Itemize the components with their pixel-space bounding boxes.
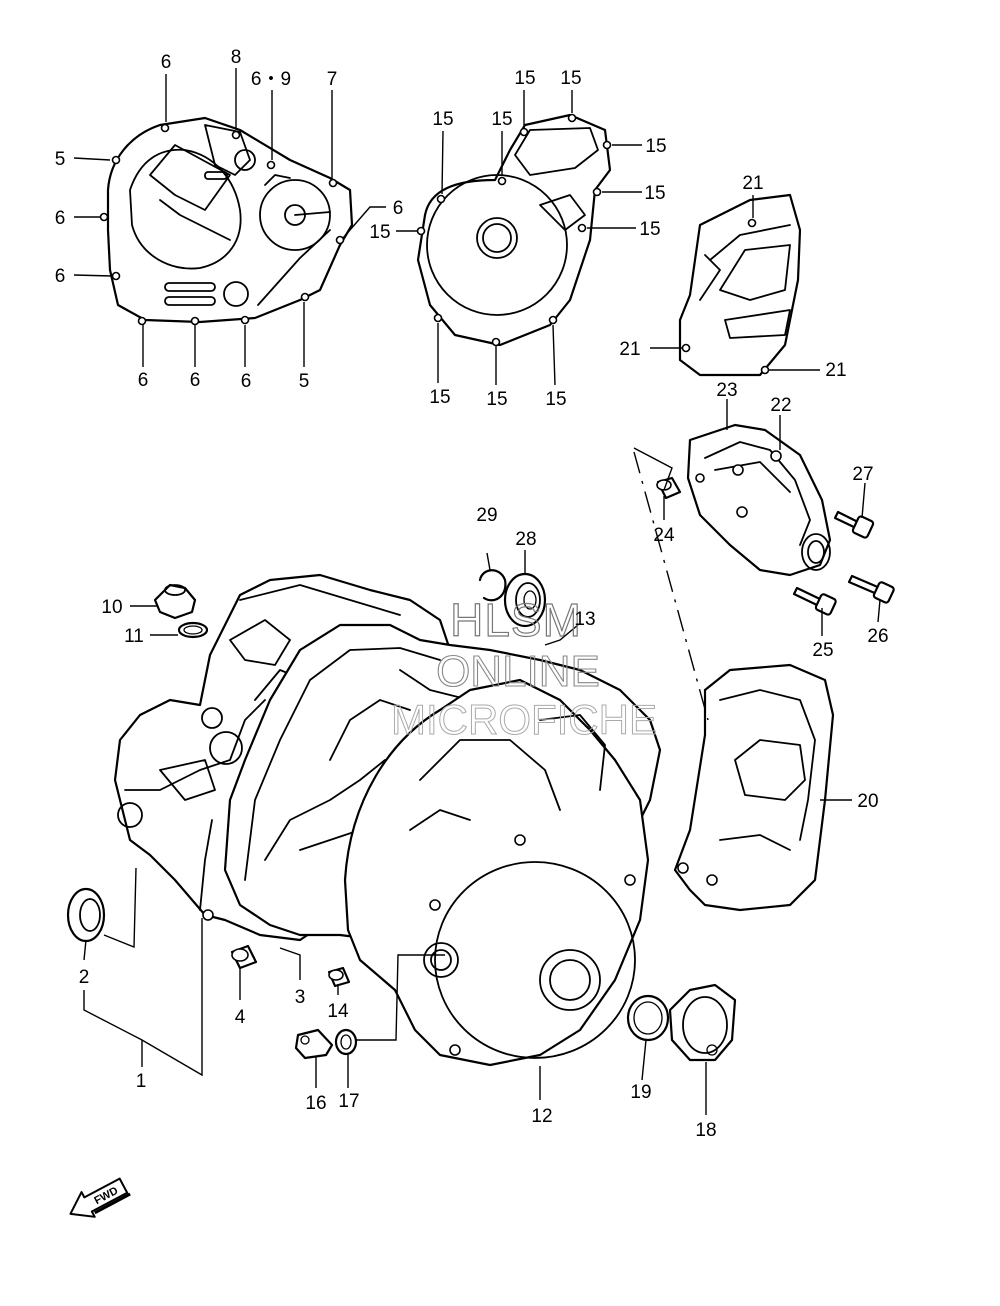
callout-4: 4 — [235, 1007, 246, 1028]
callout-15: 15 — [560, 68, 581, 89]
callout-15: 15 — [432, 109, 453, 130]
plug-2 — [66, 887, 106, 943]
crankcase-cover — [343, 678, 650, 1067]
plug-18 — [668, 983, 737, 1062]
callout-15: 15 — [645, 136, 666, 157]
callout-21: 21 — [619, 339, 640, 360]
callout-15: 15 — [514, 68, 535, 89]
callout-27: 27 — [852, 464, 873, 485]
bolt-27 — [833, 510, 875, 539]
dowel-pin-4 — [230, 944, 258, 970]
bolt-25 — [792, 586, 837, 616]
sprocket-cover-plate — [678, 193, 802, 377]
callout-10: 10 — [101, 597, 122, 618]
callout-6: 6 — [241, 371, 252, 392]
callout-6: 6 — [161, 52, 172, 73]
callout-24: 24 — [653, 525, 675, 546]
watermark-line-2: ONLINE — [436, 647, 600, 696]
callout-8: 8 — [231, 47, 242, 68]
circlip-29 — [478, 569, 507, 602]
o-ring-11 — [177, 621, 209, 639]
watermark-line-3: MICROFICHE — [391, 696, 657, 743]
callout-1: 1 — [136, 1071, 147, 1092]
callout-12: 12 — [531, 1106, 552, 1127]
callout-3: 3 — [295, 987, 306, 1008]
callout-6: 6 — [55, 208, 66, 229]
callout-15: 15 — [639, 219, 660, 240]
callout-18: 18 — [695, 1120, 716, 1141]
callout-19: 19 — [630, 1082, 651, 1103]
callout-17: 17 — [338, 1091, 359, 1112]
callout-21: 21 — [825, 360, 846, 381]
callout-6-9: 6・9 — [251, 69, 291, 90]
callout-15: 15 — [644, 183, 665, 204]
callout-21: 21 — [742, 173, 763, 194]
callout-29: 29 — [476, 505, 497, 526]
gasket-17 — [334, 1028, 358, 1056]
callout-6: 6 — [138, 370, 149, 391]
callout-11: 11 — [124, 626, 144, 647]
callout-7: 7 — [327, 69, 338, 90]
callout-5: 5 — [55, 149, 66, 170]
callout-15: 15 — [429, 387, 450, 408]
callout-6: 6 — [393, 198, 404, 219]
dowel-pin-24 — [656, 476, 682, 500]
callout-15: 15 — [486, 389, 507, 410]
generator-cover-bolts — [416, 113, 612, 347]
callout-13: 13 — [574, 609, 595, 630]
leader-lines — [73, 68, 881, 1115]
oil-filler-cap-10 — [153, 583, 197, 620]
callout-15: 15 — [491, 109, 512, 130]
sprocket-guard — [673, 663, 835, 912]
callout-25: 25 — [812, 640, 833, 661]
callout-28: 28 — [515, 529, 536, 550]
callout-23: 23 — [716, 380, 737, 401]
clutch-cover-bolts — [99, 123, 345, 326]
pump-housing — [686, 423, 832, 577]
callout-16: 16 — [305, 1093, 326, 1114]
forward-arrow-icon: FWD — [69, 1177, 131, 1218]
dowel-pin-14 — [327, 966, 351, 988]
callout-15: 15 — [545, 389, 566, 410]
o-ring-19 — [626, 994, 670, 1042]
callout-22: 22 — [770, 395, 791, 416]
callout-5: 5 — [299, 371, 310, 392]
drain-plug-16 — [294, 1028, 334, 1060]
clutch-cover — [106, 116, 354, 324]
callout-2: 2 — [79, 967, 90, 988]
callout-6: 6 — [190, 370, 201, 391]
callout-26: 26 — [867, 626, 888, 647]
bolt-26 — [847, 574, 895, 604]
callout-14: 14 — [327, 1001, 349, 1022]
callout-6: 6 — [55, 266, 66, 287]
generator-cover — [416, 113, 612, 347]
callout-15: 15 — [369, 222, 390, 243]
watermark-line-1: HLSM — [450, 594, 582, 646]
callout-labels: 6 8 6・9 7 5 6 6 6 6 6 6 5 15 15 15 15 15… — [55, 47, 889, 1141]
callout-20: 20 — [857, 791, 878, 812]
bearing-28 — [503, 572, 547, 628]
watermark: HLSM ONLINE MICROFICHE — [391, 593, 658, 743]
